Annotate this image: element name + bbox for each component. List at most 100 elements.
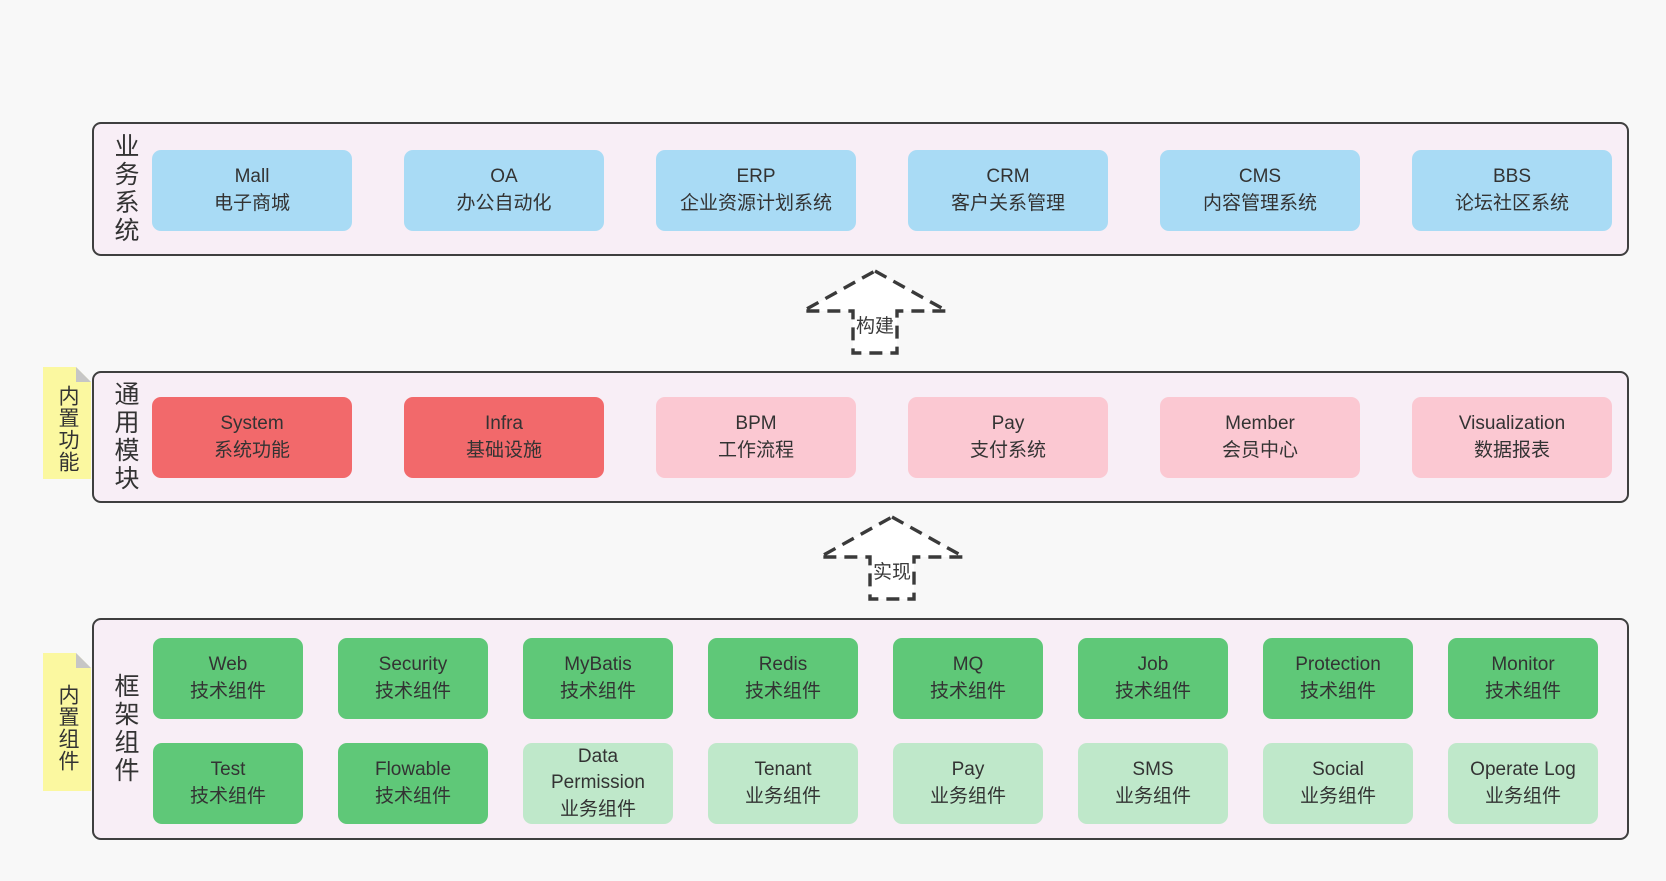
box-title: Job bbox=[1137, 654, 1169, 676]
box-title: SMS bbox=[1132, 759, 1174, 781]
business-box-row: Mall 电子商城 OA 办公自动化 ERP 企业资源计划系统 CRM 客户关系… bbox=[152, 150, 1612, 231]
box-bpm: BPM 工作流程 bbox=[656, 397, 856, 478]
box-title: Flowable bbox=[374, 759, 452, 781]
box-title: CRM bbox=[986, 166, 1030, 188]
box-subtitle: 技术组件 bbox=[374, 785, 451, 807]
box-visualization: Visualization 数据报表 bbox=[1412, 397, 1612, 478]
box-subtitle: 数据报表 bbox=[1473, 439, 1550, 461]
box-subtitle: 业务组件 bbox=[1114, 785, 1191, 807]
box-title: Test bbox=[210, 759, 246, 781]
box-title: Member bbox=[1225, 413, 1295, 435]
panel-framework-components: 框架组件 Web 技术组件 Security 技术组件 MyBatis 技术组件… bbox=[92, 618, 1629, 840]
box-data-permission: Data Permission 业务组件 bbox=[523, 743, 673, 824]
box-title: Infra bbox=[484, 413, 524, 435]
build-arrow-icon: 构建 bbox=[800, 269, 950, 355]
box-subtitle: 企业资源计划系统 bbox=[679, 192, 832, 214]
panel-business-systems: 业务系统 Mall 电子商城 OA 办公自动化 ERP 企业资源计划系统 CRM… bbox=[92, 122, 1629, 256]
box-subtitle: 客户关系管理 bbox=[950, 192, 1065, 214]
box-security: Security 技术组件 bbox=[338, 638, 488, 719]
components-box-row-1: Web 技术组件 Security 技术组件 MyBatis 技术组件 Redi… bbox=[153, 638, 1598, 719]
box-title: CMS bbox=[1238, 166, 1282, 188]
box-title: ERP bbox=[736, 166, 776, 188]
box-title: Redis bbox=[758, 654, 808, 676]
box-social: Social 业务组件 bbox=[1263, 743, 1413, 824]
box-subtitle: 论坛社区系统 bbox=[1454, 192, 1569, 214]
modules-box-row: System 系统功能 Infra 基础设施 BPM 工作流程 Pay 支付系统… bbox=[152, 397, 1612, 478]
box-subtitle: 技术组件 bbox=[189, 785, 266, 807]
box-subtitle: 办公自动化 bbox=[456, 192, 552, 214]
box-title: Mall bbox=[234, 166, 270, 188]
box-subtitle: 业务组件 bbox=[744, 785, 821, 807]
box-tenant: Tenant 业务组件 bbox=[708, 743, 858, 824]
box-member: Member 会员中心 bbox=[1160, 397, 1360, 478]
box-mybatis: MyBatis 技术组件 bbox=[523, 638, 673, 719]
box-title: Pay bbox=[991, 413, 1025, 435]
box-subtitle: 基础设施 bbox=[465, 439, 542, 461]
box-subtitle: 业务组件 bbox=[929, 785, 1006, 807]
components-box-row-2: Test 技术组件 Flowable 技术组件 Data Permission … bbox=[153, 743, 1598, 824]
box-title: MQ bbox=[952, 654, 984, 676]
box-sms: SMS 业务组件 bbox=[1078, 743, 1228, 824]
box-subtitle: 技术组件 bbox=[1114, 680, 1191, 702]
box-title: OA bbox=[490, 166, 518, 188]
box-infra: Infra 基础设施 bbox=[404, 397, 604, 478]
panel-business-label: 业务系统 bbox=[111, 133, 139, 245]
box-subtitle: 业务组件 bbox=[1484, 785, 1561, 807]
sticky-note-builtin-features: 内置功能 bbox=[43, 367, 91, 479]
box-title: Protection bbox=[1295, 654, 1381, 676]
box-title: Data Permission bbox=[551, 746, 645, 794]
implement-arrow-icon: 实现 bbox=[817, 515, 967, 601]
box-pay-module: Pay 支付系统 bbox=[908, 397, 1108, 478]
box-subtitle: 技术组件 bbox=[744, 680, 821, 702]
box-bbs: BBS 论坛社区系统 bbox=[1412, 150, 1612, 231]
box-title: BPM bbox=[735, 413, 777, 435]
box-crm: CRM 客户关系管理 bbox=[908, 150, 1108, 231]
box-subtitle: 工作流程 bbox=[717, 439, 794, 461]
box-subtitle: 内容管理系统 bbox=[1202, 192, 1317, 214]
box-mall: Mall 电子商城 bbox=[152, 150, 352, 231]
box-operate-log: Operate Log 业务组件 bbox=[1448, 743, 1598, 824]
panel-modules-label: 通用模块 bbox=[111, 381, 139, 493]
box-subtitle: 会员中心 bbox=[1221, 439, 1298, 461]
box-subtitle: 技术组件 bbox=[374, 680, 451, 702]
box-redis: Redis 技术组件 bbox=[708, 638, 858, 719]
box-subtitle: 支付系统 bbox=[969, 439, 1046, 461]
box-subtitle: 系统功能 bbox=[213, 439, 290, 461]
box-title: System bbox=[220, 413, 284, 435]
box-oa: OA 办公自动化 bbox=[404, 150, 604, 231]
box-erp: ERP 企业资源计划系统 bbox=[656, 150, 856, 231]
box-system: System 系统功能 bbox=[152, 397, 352, 478]
box-flowable: Flowable 技术组件 bbox=[338, 743, 488, 824]
box-subtitle: 技术组件 bbox=[1299, 680, 1376, 702]
box-test: Test 技术组件 bbox=[153, 743, 303, 824]
sticky-note-label: 内置功能 bbox=[56, 385, 79, 473]
box-title: Security bbox=[378, 654, 448, 676]
box-subtitle: 技术组件 bbox=[189, 680, 266, 702]
build-arrow-label: 构建 bbox=[856, 315, 894, 337]
sticky-note-builtin-components: 内置组件 bbox=[43, 653, 91, 791]
box-job: Job 技术组件 bbox=[1078, 638, 1228, 719]
sticky-note-label: 内置组件 bbox=[56, 684, 79, 772]
panel-components-label: 框架组件 bbox=[111, 673, 139, 785]
box-title: MyBatis bbox=[564, 654, 632, 676]
box-subtitle: 业务组件 bbox=[559, 798, 636, 820]
box-title: Tenant bbox=[754, 759, 812, 781]
box-title: Operate Log bbox=[1470, 759, 1576, 781]
box-web: Web 技术组件 bbox=[153, 638, 303, 719]
box-title: Visualization bbox=[1458, 413, 1566, 435]
box-cms: CMS 内容管理系统 bbox=[1160, 150, 1360, 231]
box-subtitle: 技术组件 bbox=[1484, 680, 1561, 702]
panel-common-modules: 通用模块 System 系统功能 Infra 基础设施 BPM 工作流程 Pay… bbox=[92, 371, 1629, 503]
box-subtitle: 电子商城 bbox=[213, 192, 290, 214]
box-mq: MQ 技术组件 bbox=[893, 638, 1043, 719]
box-subtitle: 技术组件 bbox=[929, 680, 1006, 702]
box-pay-component: Pay 业务组件 bbox=[893, 743, 1043, 824]
box-subtitle: 技术组件 bbox=[559, 680, 636, 702]
box-title: Monitor bbox=[1491, 654, 1555, 676]
box-title: BBS bbox=[1492, 166, 1532, 188]
box-title: Pay bbox=[951, 759, 985, 781]
box-protection: Protection 技术组件 bbox=[1263, 638, 1413, 719]
implement-arrow-label: 实现 bbox=[873, 561, 911, 583]
box-subtitle: 业务组件 bbox=[1299, 785, 1376, 807]
box-title: Web bbox=[208, 654, 248, 676]
